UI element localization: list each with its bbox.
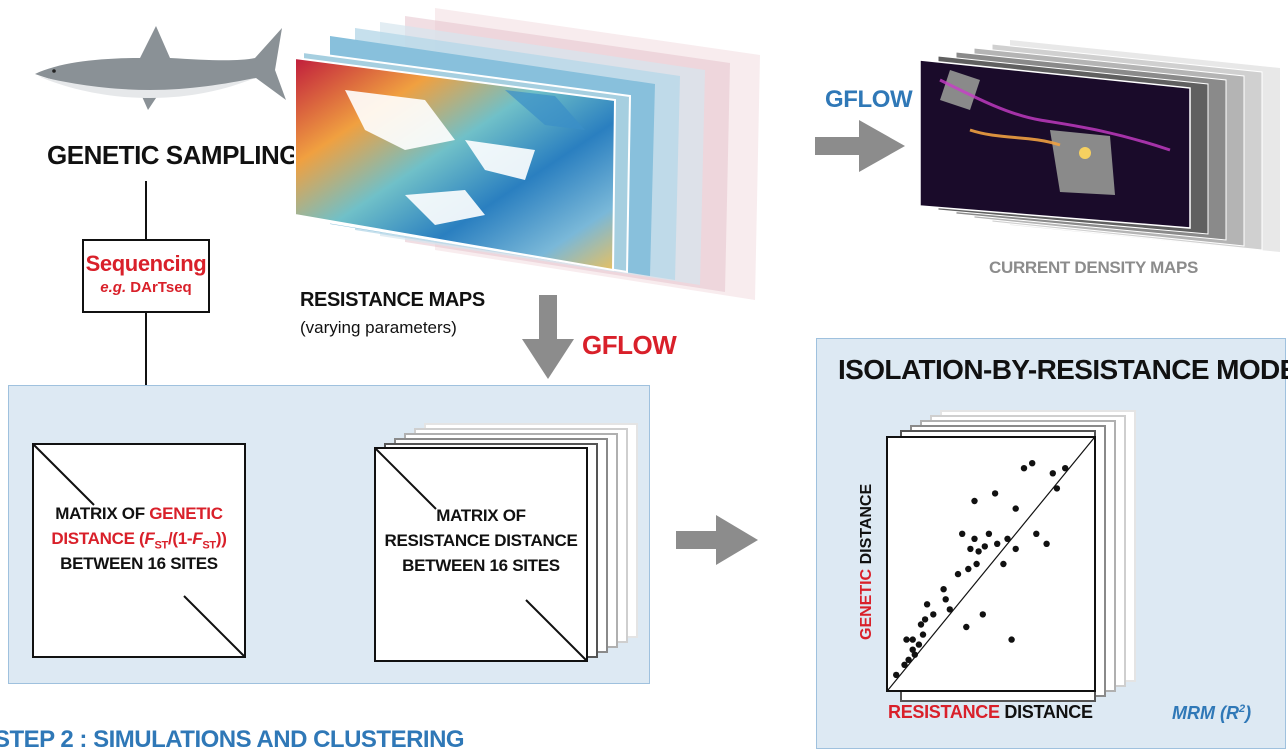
resistance-distance-matrix: MATRIX OF RESISTANCE DISTANCE BETWEEN 16… (374, 447, 588, 662)
matrix-diagonal (33, 444, 245, 657)
mrm-text: MRM (R (1172, 703, 1239, 723)
scatter-plot (886, 436, 1096, 692)
xlabel-highlight: RESISTANCE (888, 702, 1000, 722)
resistance-matrix-line1: MATRIX OF (436, 506, 526, 525)
sequencing-box: Sequencing e.g. DArTseq (82, 239, 210, 313)
formula-f: F (144, 529, 155, 548)
formula-sub: ST (202, 539, 216, 552)
scatter-point (905, 656, 912, 663)
scatter-point (923, 601, 931, 608)
scatter-point (1000, 560, 1007, 568)
genetic-matrix-line3: BETWEEN 16 SITES (60, 554, 218, 573)
scatter-point (909, 636, 916, 643)
formula-part: /(1- (167, 529, 193, 548)
scatter-point (954, 570, 962, 578)
scatter-point (917, 621, 925, 628)
scatter-point (991, 490, 999, 497)
genetic-distance-matrix: MATRIX OF GENETIC DISTANCE (FST/(1-FST))… (32, 443, 246, 658)
arrow-right-icon (815, 120, 905, 172)
scatter-point (1033, 530, 1040, 537)
scatter-point (1043, 540, 1050, 547)
scatter-point (973, 560, 980, 568)
scatter-point (963, 623, 970, 631)
connector-line (145, 181, 147, 239)
ibr-xlabel: RESISTANCE DISTANCE (888, 702, 1093, 723)
mrm-label: MRM (R2) (1172, 703, 1251, 724)
genetic-matrix-line2: DISTANCE (FST/(1-FST)) (34, 526, 244, 558)
scatter-point (959, 530, 966, 537)
scatter-point (985, 530, 993, 537)
scatter-point (930, 611, 937, 618)
current-density-label: CURRENT DENSITY MAPS (989, 258, 1199, 277)
scatter-svg (887, 437, 1095, 691)
resistance-maps-label: RESISTANCE MAPS (300, 289, 485, 311)
scatter-point (942, 596, 949, 603)
ylabel-highlight: GENETIC (858, 568, 875, 640)
scatter-point (1004, 535, 1011, 542)
scatter-point (1062, 465, 1069, 472)
arrow-down-icon (522, 295, 574, 379)
arrow-right-icon (676, 515, 758, 565)
scatter-point (1049, 470, 1056, 477)
step2-label: STEP 2 : SIMULATIONS AND CLUSTERING (0, 726, 465, 753)
gflow-mid-label: GFLOW (582, 330, 677, 360)
resistance-map-stack (294, 8, 760, 300)
scatter-point (915, 641, 923, 648)
scatter-point (981, 543, 988, 550)
ibr-ylabel: GENETIC DISTANCE (858, 484, 876, 640)
ylabel-rest: DISTANCE (858, 483, 875, 569)
scatter-point (1053, 485, 1061, 492)
genetic-matrix-text: MATRIX OF (55, 504, 150, 523)
sequencing-subtitle-italic: e.g. (100, 279, 127, 296)
connector-line-lower (145, 313, 147, 423)
resistance-matrix-line2: RESISTANCE DISTANCE (384, 531, 578, 550)
current-density-stack (919, 40, 1280, 252)
genetic-matrix-highlight: GENETIC (149, 504, 223, 523)
resistance-maps-sublabel: (varying parameters) (300, 318, 457, 337)
scatter-point (921, 616, 929, 623)
genetic-matrix-formula: DISTANCE (FST/(1-FST)) (51, 529, 227, 552)
scatter-point (903, 636, 910, 643)
regression-line (887, 437, 1095, 691)
scatter-point (1029, 460, 1036, 467)
mrm-sup: 2 (1238, 703, 1246, 715)
ibr-title: ISOLATION-BY-RESISTANCE MODELS (838, 354, 1288, 385)
scatter-point (965, 565, 972, 573)
gflow-top-label: GFLOW (825, 86, 913, 113)
scatter-point (901, 661, 908, 668)
scatter-point (1012, 545, 1019, 553)
matrix-diagonal (375, 448, 587, 661)
scatter-point (893, 671, 900, 679)
xlabel-rest: DISTANCE (999, 702, 1093, 722)
genetic-matrix-line1: MATRIX OF GENETIC (34, 501, 244, 526)
scatter-point (1020, 465, 1028, 472)
scatter-point (940, 586, 947, 593)
scatter-point (1012, 505, 1019, 512)
formula-part: )) (215, 529, 227, 548)
formula-f: F (192, 529, 203, 548)
scatter-point (919, 631, 927, 638)
sequencing-title: Sequencing (85, 251, 207, 276)
scatter-point (911, 651, 918, 658)
scatter-point (975, 548, 982, 555)
sequencing-subtitle-rest: DArTseq (130, 279, 192, 296)
scatter-point (971, 497, 978, 505)
scatter-point (946, 606, 953, 613)
formula-sub: ST (154, 539, 169, 552)
scatter-point (979, 611, 986, 618)
scatter-point (967, 545, 974, 553)
shark-icon (35, 26, 286, 110)
scatter-point (971, 535, 978, 542)
scatter-point (1008, 636, 1015, 643)
scatter-point (909, 646, 916, 653)
mrm-text-end: ) (1245, 703, 1252, 723)
formula-part: DISTANCE ( (51, 529, 145, 548)
scatter-point (994, 540, 1001, 547)
resistance-matrix-line3: BETWEEN 16 SITES (402, 556, 560, 575)
sequencing-subtitle: e.g. DArTseq (84, 279, 208, 296)
genetic-sampling-label: GENETIC SAMPLING (47, 140, 300, 170)
